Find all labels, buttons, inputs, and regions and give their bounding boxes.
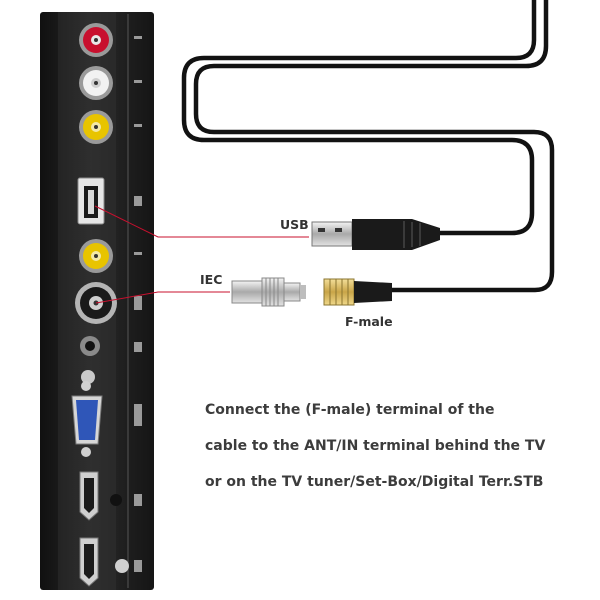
headphone-jack (80, 336, 100, 356)
vga-port (71, 381, 103, 457)
rca-port-white (79, 66, 113, 100)
f-male-connector (323, 278, 392, 306)
iec-adapter (231, 277, 306, 307)
rca-port-red (79, 23, 113, 57)
rca-port-yellow-2 (79, 239, 113, 273)
leader-lines (94, 205, 309, 304)
usb-label: USB (280, 217, 309, 232)
cable (181, 0, 555, 293)
instruction-line-3: or on the TV tuner/Set-Box/Digital Terr.… (205, 474, 544, 490)
panel-screw (115, 559, 129, 573)
panel-button (110, 494, 122, 506)
usb-plug (311, 219, 440, 250)
instruction-text: Connect the (F-male) terminal of the cab… (205, 400, 595, 508)
iec-label: IEC (200, 272, 223, 287)
hdmi-port-1 (79, 471, 99, 521)
f-male-label: F-male (345, 314, 393, 329)
panel-usb-port (77, 177, 105, 225)
instruction-line-1: Connect the (F-male) terminal of the (205, 402, 495, 418)
hdmi-port-2 (79, 537, 99, 587)
instruction-line-2: cable to the ANT/IN terminal behind the … (205, 438, 546, 454)
small-screw (81, 370, 95, 384)
rca-port-yellow (79, 110, 113, 144)
port-legend-marks (134, 36, 142, 572)
